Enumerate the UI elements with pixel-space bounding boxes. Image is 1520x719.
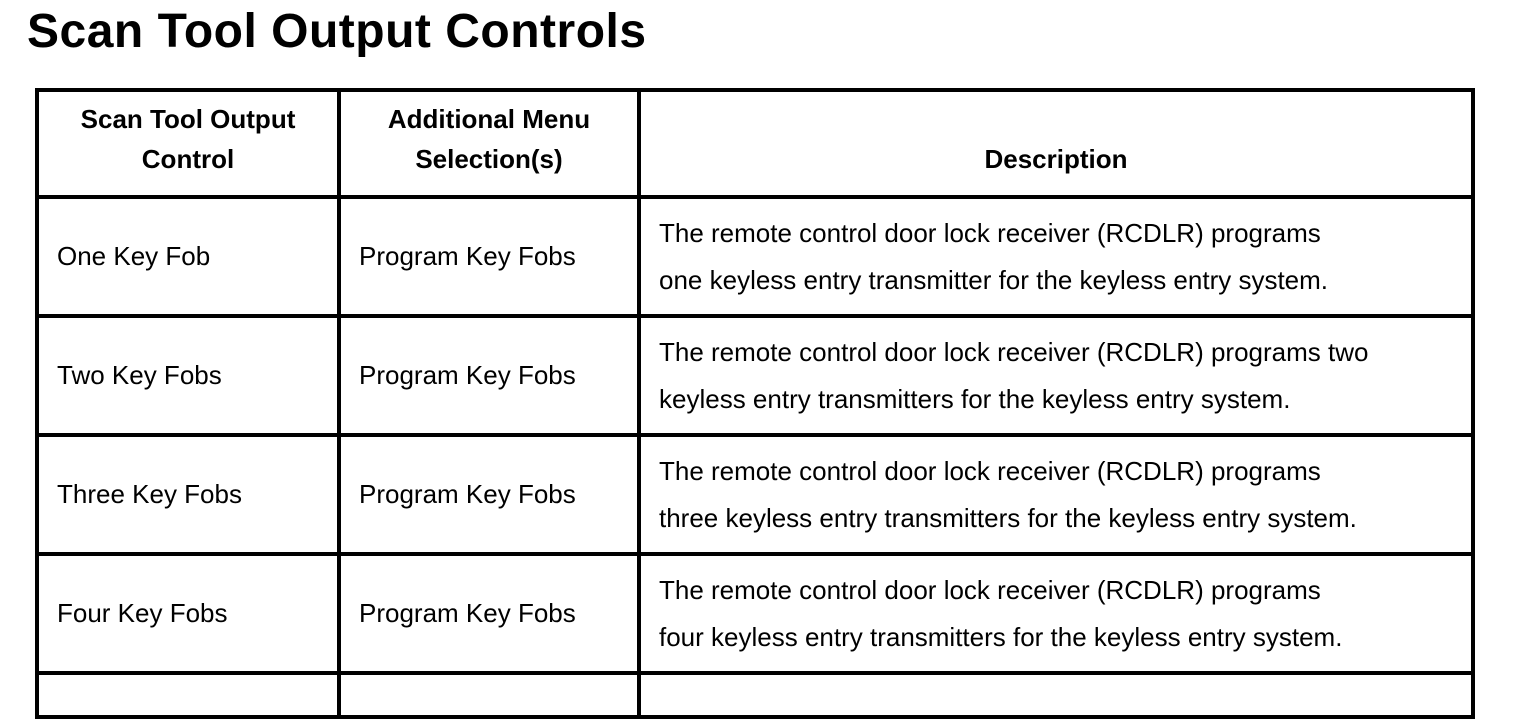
header-line: Selection(s) <box>415 144 563 174</box>
table-row: Two Key Fobs Program Key Fobs The remote… <box>35 314 1475 437</box>
description-line: three keyless entry transmitters for the… <box>659 502 1357 533</box>
table-row: One Key Fob Program Key Fobs The remote … <box>35 195 1475 318</box>
description-cell: The remote control door lock receiver (R… <box>637 552 1475 675</box>
control-cell: One Key Fob <box>35 195 341 318</box>
scan-tool-output-controls-table: Scan Tool Output Control Additional Menu… <box>35 88 1475 719</box>
table-row: Three Key Fobs Program Key Fobs The remo… <box>35 433 1475 556</box>
header-line: Additional Menu <box>387 104 591 134</box>
description-line: one keyless entry transmitter for the ke… <box>659 264 1329 295</box>
menu-cell: Program Key Fobs <box>337 195 641 318</box>
table-row: Four Key Fobs Program Key Fobs The remot… <box>35 552 1475 675</box>
description-line: keyless entry transmitters for the keyle… <box>659 383 1291 414</box>
control-cell: Four Key Fobs <box>35 552 341 675</box>
header-scan-tool-output-control: Scan Tool Output Control <box>35 88 341 199</box>
description-line: The remote control door lock receiver (R… <box>659 455 1321 486</box>
description-cell: The remote control door lock receiver (R… <box>637 433 1475 556</box>
partial-cell <box>337 671 641 719</box>
description-cell: The remote control door lock receiver (R… <box>637 314 1475 437</box>
header-line: Control <box>141 144 235 174</box>
page-title: Scan Tool Output Controls <box>27 5 647 58</box>
menu-cell: Program Key Fobs <box>337 314 641 437</box>
table-row-cutoff <box>35 671 1475 719</box>
header-additional-menu-selections: Additional Menu Selection(s) <box>337 88 641 199</box>
table-header-row: Scan Tool Output Control Additional Menu… <box>35 88 1475 199</box>
control-cell: Two Key Fobs <box>35 314 341 437</box>
header-line: Description <box>984 144 1128 174</box>
menu-cell: Program Key Fobs <box>337 433 641 556</box>
control-cell: Three Key Fobs <box>35 433 341 556</box>
header-description: Description <box>637 88 1475 199</box>
document-page: { "page": { "title": "Scan Tool Output C… <box>27 5 1475 719</box>
partial-cell <box>637 671 1475 719</box>
description-line: The remote control door lock receiver (R… <box>659 336 1369 367</box>
description-line: The remote control door lock receiver (R… <box>659 217 1321 248</box>
description-cell: The remote control door lock receiver (R… <box>637 195 1475 318</box>
description-line: four keyless entry transmitters for the … <box>659 621 1343 652</box>
menu-cell: Program Key Fobs <box>337 552 641 675</box>
partial-cell <box>35 671 341 719</box>
description-line: The remote control door lock receiver (R… <box>659 574 1321 605</box>
header-line: Scan Tool Output <box>80 104 296 134</box>
